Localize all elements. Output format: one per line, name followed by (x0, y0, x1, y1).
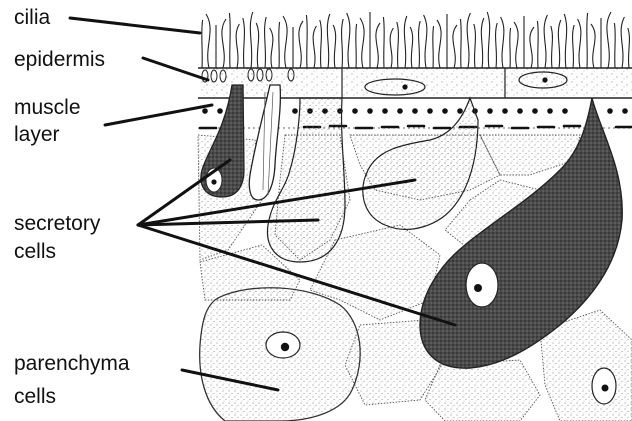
cilium (614, 23, 615, 68)
secretory-cell (363, 98, 478, 229)
cilium (299, 21, 303, 68)
cilium (313, 26, 316, 68)
muscle-fiber-dot (427, 108, 433, 114)
muscle-fiber-dot (412, 108, 418, 114)
cilium (410, 27, 412, 68)
muscle-fiber-dot (292, 108, 298, 114)
cilium (236, 24, 239, 68)
muscle-fiber-dot (532, 108, 538, 114)
cilium (621, 17, 624, 68)
cilium (320, 20, 322, 68)
cilium (347, 13, 350, 68)
cilium (587, 13, 588, 68)
muscle-fiber-dot (367, 108, 373, 114)
cilium (474, 24, 476, 68)
cilium (558, 20, 560, 68)
muscle-fiber-dot (487, 108, 493, 114)
cilium (229, 13, 230, 68)
cilium (481, 18, 483, 68)
cilia-label: cilia (14, 6, 50, 30)
cilium (397, 22, 399, 68)
cilium (433, 26, 434, 68)
muscle-fiber-dot (517, 108, 523, 114)
cilium (453, 25, 457, 68)
cilium (487, 12, 489, 68)
cilium (306, 15, 307, 68)
cilium (424, 15, 427, 68)
muscle-fiber-dot (562, 108, 568, 114)
cilium (460, 19, 461, 68)
cilium (206, 14, 210, 68)
muscle-layer-label-line2: layer (14, 123, 60, 147)
cilium (551, 26, 553, 68)
cilium (578, 19, 581, 68)
cilia-leader-line (70, 18, 200, 33)
cilium (573, 25, 575, 68)
cilium (496, 23, 498, 68)
cilium (383, 17, 384, 68)
muscle-fiber-dot (397, 108, 403, 114)
parenchyma-cells-label-line2: cells (14, 385, 56, 409)
cilium (270, 28, 273, 68)
cilium (376, 23, 380, 68)
cilium (342, 19, 344, 68)
cilium (437, 20, 441, 68)
epidermis-layer (198, 68, 632, 98)
cilium (202, 20, 203, 68)
cilium (591, 24, 595, 68)
muscle-layer-label-line1: muscle (14, 96, 81, 120)
cilium (544, 15, 547, 68)
muscle-fiber-dot (352, 108, 358, 114)
cilium (514, 22, 518, 68)
muscle-fiber-dot (547, 108, 553, 114)
cilium (250, 12, 252, 68)
cilium (360, 18, 364, 68)
cilium (283, 16, 287, 68)
muscle-fiber-dot (442, 108, 448, 114)
cilium (243, 18, 245, 68)
cilium (256, 23, 258, 68)
cilium (333, 25, 335, 68)
cilium (564, 14, 566, 68)
cilium (419, 21, 421, 68)
cilium (501, 17, 504, 68)
muscle-fiber-dot (202, 108, 208, 114)
cilium (265, 17, 267, 68)
cilium (537, 21, 538, 68)
parenchyma-cells-label-line1: parenchyma (14, 352, 130, 376)
cilium (222, 19, 226, 68)
cilium (510, 28, 511, 68)
muscle-fiber-dot (502, 108, 508, 114)
muscle-layer-leader-line (105, 105, 212, 125)
muscle-fiber-dot (457, 108, 463, 114)
muscle-fiber-dot (382, 108, 388, 114)
muscle-fiber-dot (607, 108, 613, 114)
cilia-group (202, 12, 630, 68)
cilium (404, 16, 406, 68)
cilium (467, 13, 470, 68)
cilium (356, 24, 357, 68)
cilium (607, 12, 611, 68)
secretory-cells-label-line2: cells (14, 240, 56, 264)
cilium (628, 28, 630, 68)
cilium (390, 28, 393, 68)
cilium (327, 14, 329, 68)
cilium (279, 22, 280, 68)
cilium (530, 27, 534, 68)
muscle-fiber-dot (622, 108, 628, 114)
secretory-cells-label-line1: secretory (14, 212, 100, 236)
epidermis-label: epidermis (14, 48, 105, 72)
muscle-fiber-dot (217, 108, 223, 114)
